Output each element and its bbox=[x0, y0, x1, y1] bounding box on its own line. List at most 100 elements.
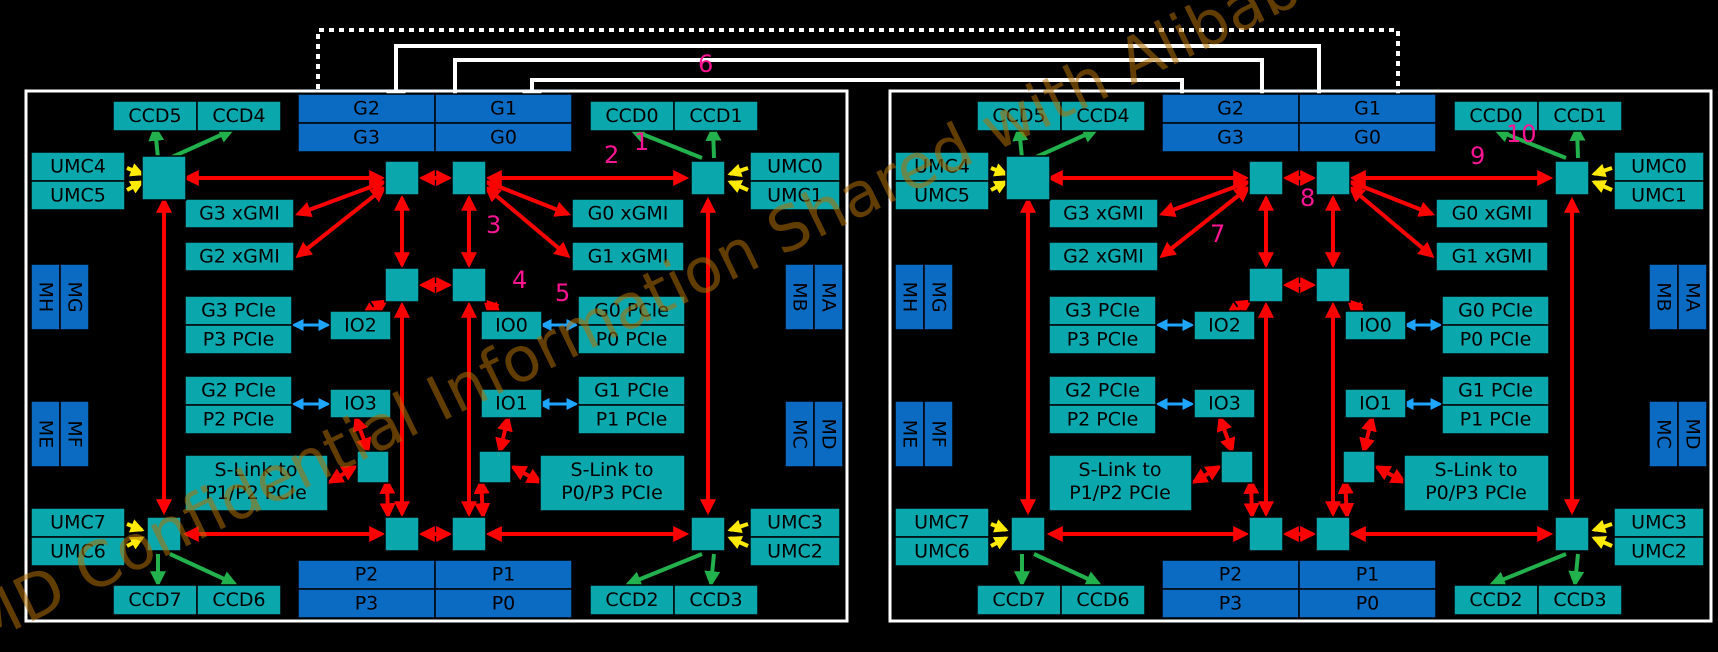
right-io0 bbox=[1344, 310, 1407, 341]
right-ma-label: MA bbox=[1682, 282, 1704, 311]
right-ccd7-label: CCD7 bbox=[992, 589, 1045, 611]
right-p2-pcie-label: P2 PCIe bbox=[1067, 409, 1139, 431]
left-io0 bbox=[480, 310, 543, 341]
left-mg-label: MG bbox=[64, 281, 86, 312]
right-umc4 bbox=[894, 151, 990, 182]
right-g1-pcie bbox=[1441, 375, 1550, 406]
right-link-ur-ccd1 bbox=[1569, 124, 1586, 159]
right-umc6-label: UMC6 bbox=[914, 541, 970, 563]
right-me bbox=[894, 400, 925, 468]
right-hub-lc2 bbox=[1315, 516, 1351, 552]
right-mb-label: MB bbox=[1653, 282, 1675, 311]
right-package-frame bbox=[888, 89, 1713, 623]
right-hub-ul bbox=[1005, 155, 1051, 201]
right-link-io3-sl bbox=[1216, 414, 1236, 455]
left-link-uc2-g1xgmi bbox=[484, 185, 571, 259]
left-hub-ul bbox=[141, 155, 187, 201]
left-g1-label: G1 bbox=[490, 98, 517, 120]
right-p1-pcie bbox=[1441, 404, 1550, 435]
right-g2-xgmi bbox=[1048, 241, 1159, 272]
right-hub-sl bbox=[1220, 450, 1254, 484]
left-ccd3 bbox=[673, 584, 759, 616]
left-ccd1-label: CCD1 bbox=[689, 105, 742, 127]
left-link-sl-slink bbox=[327, 465, 358, 484]
right-link-umc6 bbox=[990, 536, 1009, 550]
right-link-lr-ccd3 bbox=[1568, 553, 1585, 588]
right-slink-left-line1: S-Link to bbox=[1079, 459, 1162, 481]
right-hub-uc1 bbox=[1248, 160, 1284, 196]
left-ccd7 bbox=[112, 584, 198, 616]
left-umc6 bbox=[30, 536, 126, 567]
annotation-left-4: 4 bbox=[512, 266, 527, 294]
right-mb bbox=[1648, 263, 1679, 331]
left-hub-uc2 bbox=[451, 160, 487, 196]
left-p0-label: P0 bbox=[492, 593, 516, 615]
left-p1-pcie bbox=[577, 404, 686, 435]
right-slink-right bbox=[1403, 454, 1550, 512]
left-link-ll-ccd6 bbox=[169, 552, 238, 586]
left-p3-label: P3 bbox=[355, 593, 379, 615]
right-g0-pcie bbox=[1441, 295, 1550, 326]
left-io1-label: IO1 bbox=[495, 393, 528, 415]
left-mc-label: MC bbox=[789, 419, 811, 449]
left-link-umc5 bbox=[126, 180, 145, 194]
right-g2 bbox=[1161, 93, 1300, 124]
left-g2-xgmi-label: G2 xGMI bbox=[199, 246, 280, 268]
left-link-sl-lc1 bbox=[379, 477, 396, 520]
right-ccd2 bbox=[1453, 584, 1539, 616]
left-p2-pcie-label: P2 PCIe bbox=[203, 409, 275, 431]
right-g1-pcie-label: G1 PCIe bbox=[1458, 380, 1533, 402]
right-hub-lc1 bbox=[1248, 516, 1284, 552]
left-hub-sr bbox=[478, 450, 512, 484]
right-g3-pcie-label: G3 PCIe bbox=[1065, 300, 1140, 322]
left-link-lr-ccd3 bbox=[704, 553, 721, 588]
right-ccd2-label: CCD2 bbox=[1469, 589, 1522, 611]
right-p0-label: P0 bbox=[1356, 593, 1380, 615]
right-g0-pcie-label: G0 PCIe bbox=[1458, 300, 1533, 322]
left-link-ur-ccd0 bbox=[629, 127, 703, 160]
right-link-ul-ccd4 bbox=[1033, 127, 1099, 160]
left-p3-pcie-label: P3 PCIe bbox=[203, 329, 275, 351]
left-link-umc7 bbox=[126, 519, 145, 533]
right-io1 bbox=[1344, 388, 1407, 419]
left-p0 bbox=[434, 588, 573, 619]
left-g0-pcie-label: G0 PCIe bbox=[594, 300, 669, 322]
left-p2-label: P2 bbox=[355, 564, 379, 586]
right-p2-pcie bbox=[1048, 404, 1157, 435]
right-hub-ll bbox=[1010, 516, 1046, 552]
right-p0-pcie bbox=[1441, 324, 1550, 355]
left-link-umc2 bbox=[727, 536, 749, 549]
left-io0-label: IO0 bbox=[495, 315, 528, 337]
left-ccd7-label: CCD7 bbox=[128, 589, 181, 611]
right-hub-uc2 bbox=[1315, 160, 1351, 196]
left-hub-uc1 bbox=[384, 160, 420, 196]
right-g1-label: G1 bbox=[1354, 98, 1381, 120]
left-ccd5-label: CCD5 bbox=[128, 105, 181, 127]
right-slink-right-line2: P0/P3 PCIe bbox=[1425, 482, 1527, 504]
left-umc7-label: UMC7 bbox=[50, 512, 106, 534]
left-link-uc1-g2xgmi bbox=[295, 186, 387, 258]
left-ccd5 bbox=[112, 100, 198, 132]
left-link-umc3 bbox=[727, 519, 749, 534]
left-mc bbox=[784, 400, 815, 468]
left-g2-xgmi bbox=[184, 241, 295, 272]
left-mh bbox=[30, 263, 61, 331]
right-mh-label: MH bbox=[899, 282, 921, 313]
right-link-uc2-g1xgmi bbox=[1348, 185, 1435, 259]
right-ccd0-label: CCD0 bbox=[1469, 105, 1522, 127]
left-mh-label: MH bbox=[35, 282, 57, 313]
left-link-umc6 bbox=[126, 536, 145, 550]
left-p2-pcie bbox=[184, 404, 293, 435]
left-g0-pcie bbox=[577, 295, 686, 326]
left-md bbox=[813, 400, 844, 468]
left-g3-pcie-label: G3 PCIe bbox=[201, 300, 276, 322]
left-g2-pcie bbox=[184, 375, 293, 406]
right-g1-xgmi-label: G1 xGMI bbox=[1452, 246, 1533, 268]
left-umc5 bbox=[30, 180, 126, 211]
right-p0 bbox=[1298, 588, 1437, 619]
right-link-ur-ccd0 bbox=[1493, 127, 1567, 160]
left-slink-left-line1: S-Link to bbox=[215, 459, 298, 481]
right-ccd3 bbox=[1537, 584, 1623, 616]
left-link-umc4 bbox=[126, 163, 145, 177]
